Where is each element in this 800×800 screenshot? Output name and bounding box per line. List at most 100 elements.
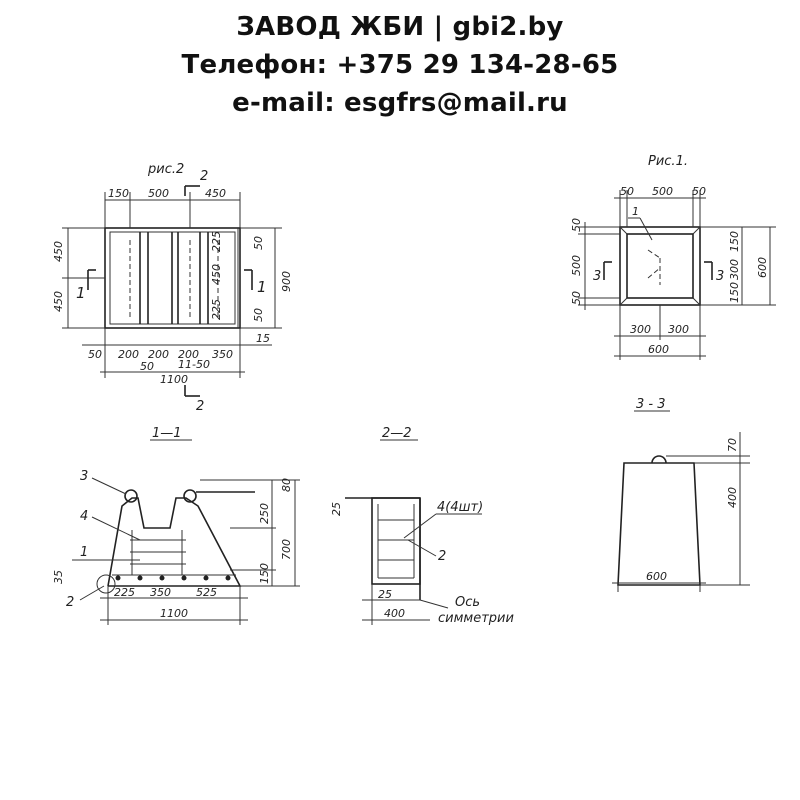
sec22-axis-label-2: симметрии	[438, 611, 514, 626]
fig1-leader	[639, 217, 653, 241]
fig1-dim-right-2: 300	[728, 259, 741, 280]
header: ЗАВОД ЖБИ | gbi2.by Телефон: +375 29 134…	[0, 8, 800, 122]
fig2-dim-right-1: 50	[252, 236, 265, 250]
fig2-dim-top-2: 500	[148, 187, 169, 200]
sec22-label-2: 2	[438, 549, 446, 564]
fig1-dim-right-3: 150	[728, 282, 741, 303]
sec33-dim-right-1: 70	[726, 438, 739, 452]
sec22-dim-left-small: 25	[330, 502, 343, 516]
fig1-corner	[619, 297, 628, 306]
sec11-rebar-dot	[181, 575, 187, 581]
fig1-title: Рис.1.	[648, 154, 688, 169]
fig2-dim-right-small: 15	[256, 332, 270, 345]
sec33-dim-right-2: 400	[726, 487, 739, 508]
fig2-dim-top-3: 450	[205, 187, 226, 200]
sec22-axis-label-1: Ось	[455, 595, 480, 610]
sec11-dim-right-4: 150	[258, 563, 271, 584]
fig2-cut-right-label: 1	[257, 278, 267, 296]
sec22-body	[371, 497, 421, 585]
fig2-dim-bottom-1: 50	[88, 348, 102, 361]
sec11-leader	[91, 477, 127, 495]
fig1-corner	[692, 226, 701, 235]
fig2-dim-right-5: 50	[252, 308, 265, 322]
fig2-dim-total: 1100	[160, 373, 188, 386]
header-title: ЗАВОД ЖБИ | gbi2.by	[236, 12, 564, 42]
sec11-rebar-dot	[203, 575, 209, 581]
fig1-plan: Рис.1. 50 500 50 1 50 500 50 3	[570, 154, 776, 360]
fig2-dim-top-1: 150	[108, 187, 129, 200]
sec11-dim-total: 1100	[160, 607, 188, 620]
section-3-3: 3 - 3 70 400 600	[612, 397, 750, 592]
sec22-leader	[403, 513, 437, 539]
sec11-leader	[79, 585, 105, 601]
fig2-title: рис.2	[147, 162, 184, 177]
sec11-rebar-dot	[115, 575, 121, 581]
fig1-dim-left-3: 50	[570, 291, 583, 305]
fig1-dim-top-3: 50	[692, 185, 706, 198]
sec11-dim-right-3: 700	[280, 539, 293, 560]
sec22-title: 2—2	[382, 426, 412, 441]
sec11-dim-right-2: 250	[258, 503, 271, 524]
sec11-label-2: 2	[66, 595, 74, 610]
fig2-cut-left-label: 1	[76, 284, 86, 302]
sec11-dim-bottom-2: 350	[150, 586, 171, 599]
fig2-dim-bottom-small: 50	[140, 360, 154, 373]
sec22-label-4: 4(4шт)	[437, 500, 483, 515]
fig1-inner-outline	[626, 233, 694, 299]
fig2-dim-bottom-5: 350	[212, 348, 233, 361]
sec11-rebar-dot	[137, 575, 143, 581]
fig2-dim-left-2: 450	[52, 291, 65, 312]
header-phone: Телефон: +375 29 134-28-65	[181, 50, 619, 80]
fig1-dim-right-total: 600	[756, 257, 769, 278]
fig2-dim-left-1: 450	[52, 241, 65, 262]
fig1-dim-left-2: 500	[570, 255, 583, 276]
fig1-hidden	[647, 267, 661, 279]
sec11-dim-bottom-3: 525	[196, 586, 217, 599]
sec11-leader	[91, 516, 141, 541]
fig1-dim-right-1: 150	[728, 231, 741, 252]
sec22-dim-bottom-small: 25	[378, 588, 392, 601]
fig2-dim-bottom-small2: 11-50	[178, 358, 210, 371]
fig2-dim-right-4: 225	[210, 299, 223, 320]
sec11-label-3: 3	[80, 469, 88, 484]
section-1-1: 1—1 3 4 1 2 35 225 350	[52, 426, 300, 625]
sec33-dim-total: 600	[646, 570, 667, 583]
fig2-dim-right-total: 900	[280, 271, 293, 292]
sec11-body	[107, 497, 242, 587]
fig1-cut-left-label: 3	[593, 269, 601, 284]
fig2-dim-bottom-3: 200	[148, 348, 169, 361]
fig1-dim-top-2: 500	[652, 185, 673, 198]
sec22-axis-leader	[419, 599, 449, 609]
fig1-dim-total: 600	[648, 343, 669, 356]
sec33-title: 3 - 3	[636, 397, 666, 412]
section-2-2: 2—2 4(4шт) 2 25 25 400 Ось симметрии	[330, 426, 514, 626]
fig1-cut-right-label: 3	[716, 269, 724, 284]
fig2-plan: рис.2 150 500 450 2 450 450	[52, 162, 293, 414]
fig1-dim-top-1: 50	[620, 185, 634, 198]
fig1-dim-left-1: 50	[570, 218, 583, 232]
sec11-title: 1—1	[152, 426, 182, 441]
sec11-detail-circle	[96, 574, 116, 594]
sec33-body	[617, 462, 701, 586]
sec11-dim-right-1: 80	[280, 478, 293, 492]
sec11-rebar-dot	[159, 575, 165, 581]
fig1-hidden	[647, 249, 661, 259]
header-email: e-mail: esgfrs@mail.ru	[232, 88, 568, 118]
sec11-label-4: 4	[80, 509, 88, 524]
fig2-dim-right-3: 450	[210, 264, 223, 285]
sec11-label-1: 1	[80, 545, 88, 560]
fig1-dim-bottom-1: 300	[630, 323, 651, 336]
sec11-lifting-loop	[183, 489, 197, 503]
sec11-lifting-loop	[124, 489, 138, 503]
sec22-dim-total: 400	[384, 607, 405, 620]
fig2-section-bottom-label: 2	[196, 399, 204, 414]
sec11-dim-left-small: 35	[52, 570, 65, 584]
fig2-dim-bottom-2: 200	[118, 348, 139, 361]
sec22-leader	[407, 539, 437, 557]
fig2-dim-bottom-4: 200	[178, 348, 199, 361]
fig1-leader-label: 1	[632, 205, 639, 218]
fig1-corner	[619, 226, 628, 235]
fig1-corner	[692, 297, 701, 306]
fig2-section-top-label: 2	[200, 169, 208, 184]
